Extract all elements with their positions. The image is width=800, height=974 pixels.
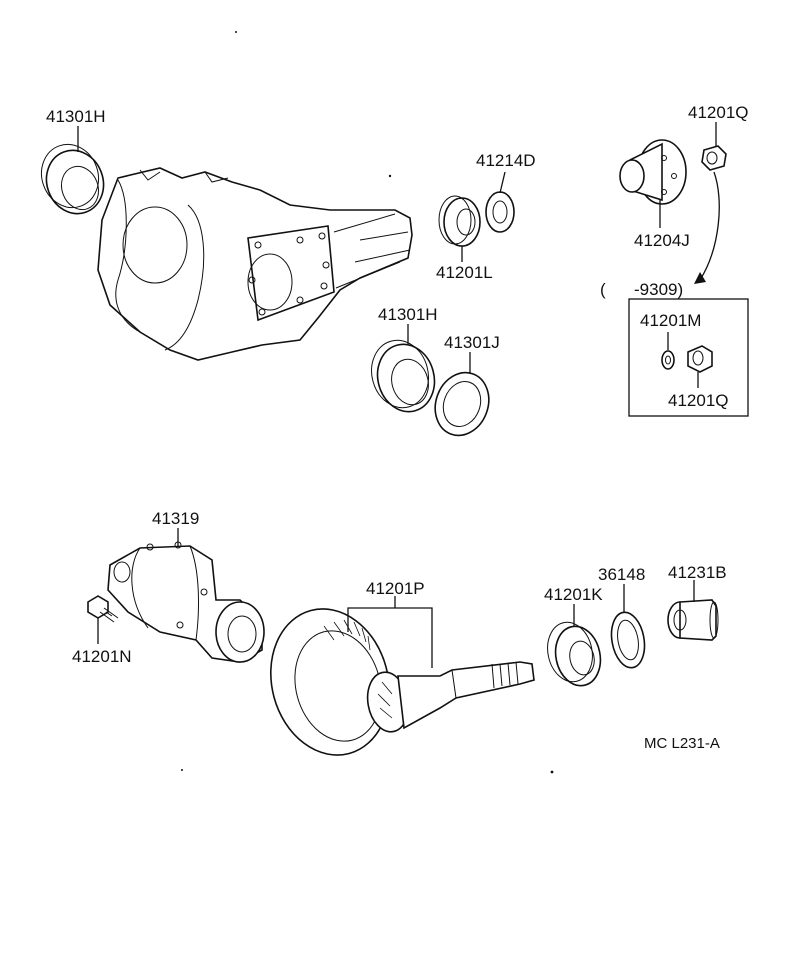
label-bolt: 41201N (72, 647, 132, 666)
label-ring-pinion: 41201P (366, 579, 425, 598)
label-flange: 41204J (634, 231, 690, 250)
scan-dot (388, 174, 392, 178)
bearing-top (438, 195, 481, 247)
washer-mid (434, 371, 490, 437)
label-spacer: 36148 (598, 565, 645, 584)
spacer (610, 611, 646, 669)
carrier-housing (97, 167, 413, 361)
label-diff-case: 41319 (152, 509, 199, 528)
bolt (87, 595, 119, 623)
arrow-to-inset (699, 171, 720, 281)
label-nut-top: 41201Q (688, 103, 749, 122)
label-inset-nut: 41201Q (668, 391, 729, 410)
inset-washer (661, 350, 675, 370)
companion-flange (619, 139, 687, 205)
scan-dot (181, 769, 183, 771)
leader-shim-top (499, 171, 506, 194)
oil-seal-mid (371, 339, 436, 413)
shim-top (485, 191, 515, 233)
inset-box (628, 298, 749, 417)
date-range-note: ( -9309) (600, 280, 683, 299)
diagram-code: MC L231-A (644, 735, 720, 752)
oil-seal-top (41, 143, 105, 215)
bearing-low (547, 621, 602, 687)
label-bearing-top: 41201L (436, 263, 493, 282)
label-seal-mid: 41301H (378, 305, 438, 324)
drive-pinion (366, 661, 535, 733)
inset-nut (687, 345, 713, 373)
bracket-ring-pinion (347, 607, 433, 668)
label-sleeve: 41231B (668, 563, 727, 582)
flange-nut-top (701, 145, 727, 171)
sleeve (667, 599, 719, 641)
differential-case (107, 541, 265, 663)
scan-dot (235, 31, 237, 33)
label-shim-top: 41214D (476, 151, 536, 170)
label-bearing-low: 41201K (544, 585, 603, 604)
arrow-head (694, 272, 706, 284)
label-washer-mid: 41301J (444, 333, 500, 352)
scan-dot (550, 770, 554, 774)
label-seal-top: 41301H (46, 107, 106, 126)
label-inset-washer: 41201M (640, 311, 701, 330)
